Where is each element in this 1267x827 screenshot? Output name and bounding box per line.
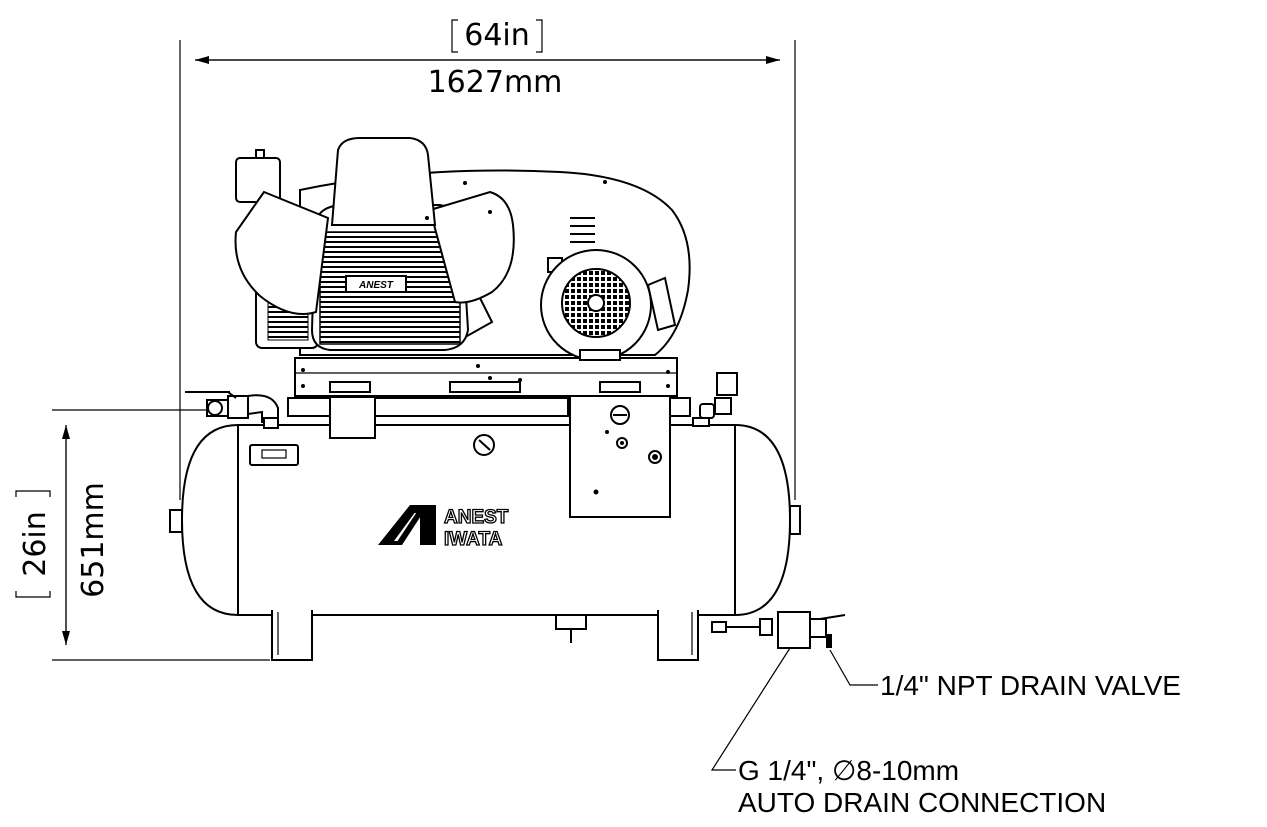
auto-drain-label-line-2: AUTO DRAIN CONNECTION [738,787,1106,818]
drain-valve-label: 1/4" NPT DRAIN VALVE [880,670,1181,701]
width-imperial-label: 64in [464,18,530,53]
height-imperial-label: 26in [18,511,53,577]
width-dimension: 64in 1627mm [179,18,796,500]
compressor-pump: ANEST [234,137,515,351]
auto-drain-callout: G 1/4", ∅8-10mm AUTO DRAIN CONNECTION [710,647,1106,818]
base-plate [294,357,678,397]
drain-valve-callout: 1/4" NPT DRAIN VALVE [829,649,1181,701]
auto-drain-label-line-1: G 1/4", ∅8-10mm [738,755,959,786]
brand-line-2: IWATA [444,529,503,550]
electric-motor [540,249,677,361]
height-dimension: 26in 651mm [15,409,270,661]
width-metric-label: 1627mm [428,65,563,100]
brand-logo: ANEST IWATA [378,505,509,551]
upper-piping [185,372,738,439]
drain-assembly [711,611,846,649]
control-box [569,394,671,518]
height-metric-label: 651mm [76,482,111,598]
brand-line-1: ANEST [444,507,509,528]
svg-text:ANEST: ANEST [358,280,394,291]
